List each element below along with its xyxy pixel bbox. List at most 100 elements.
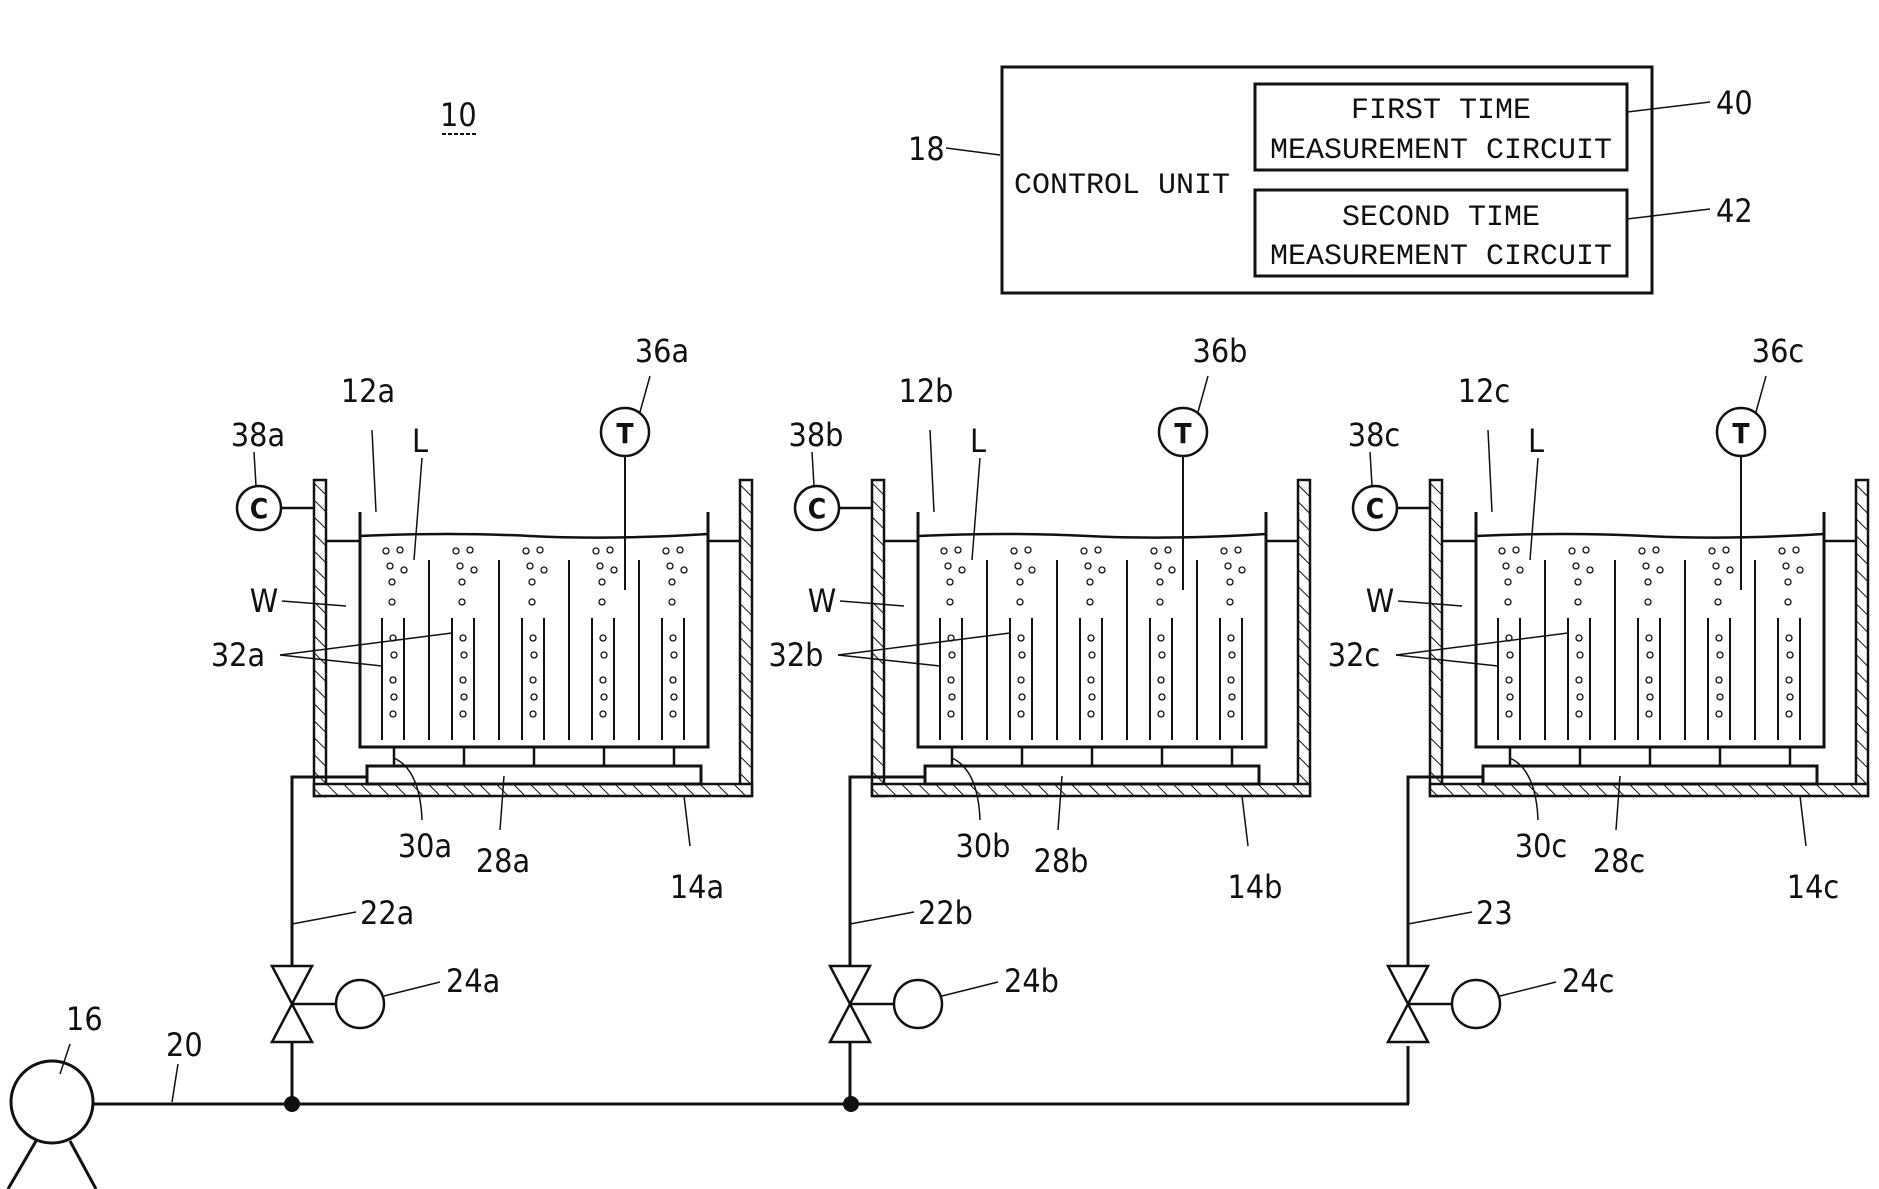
concentration-symbol: C	[1366, 492, 1384, 525]
bubble	[460, 677, 466, 683]
tank-ref: 12c	[1458, 372, 1510, 410]
bubble	[959, 567, 965, 573]
system-label: 10	[440, 96, 477, 134]
leader-line	[172, 1064, 178, 1102]
leader-line	[972, 458, 980, 560]
temperature-symbol: T	[1732, 417, 1750, 450]
bubble	[1709, 548, 1715, 554]
bubble-tubes	[940, 547, 1245, 766]
circuit-line2: MEASUREMENT CIRCUIT	[1270, 240, 1612, 274]
liquid-surface	[360, 534, 708, 538]
bubble	[1151, 548, 1157, 554]
branch-pipe-ref: 22b	[918, 894, 973, 932]
bubble	[1025, 547, 1031, 553]
bubble	[1158, 677, 1164, 683]
bubble	[599, 579, 605, 585]
bubble	[1018, 677, 1024, 683]
bubble	[527, 563, 533, 569]
pump-ref: 16	[66, 1000, 103, 1038]
bubble	[1727, 567, 1733, 573]
bubble	[1647, 652, 1653, 658]
bubble	[1576, 635, 1582, 641]
bubble	[1227, 579, 1233, 585]
tank-ref: 12a	[341, 372, 395, 410]
circuit-ref: 40	[1716, 84, 1753, 122]
bubble	[601, 652, 607, 658]
leader-line	[1627, 102, 1710, 112]
bubble	[1018, 711, 1024, 717]
leader-line	[946, 148, 1000, 155]
temperature-symbol: T	[1174, 417, 1192, 450]
plate-ref: 28b	[1034, 842, 1089, 880]
bubble	[1018, 635, 1024, 641]
bubble	[461, 694, 467, 700]
bubble	[1715, 579, 1721, 585]
bubble	[1646, 635, 1652, 641]
valve-actuator-icon	[1452, 980, 1500, 1028]
bubble	[1713, 563, 1719, 569]
bubble	[1019, 694, 1025, 700]
bubble	[1503, 563, 1509, 569]
bubble	[1587, 567, 1593, 573]
bubble	[669, 579, 675, 585]
tank-units: 24a22aC38aT36a12aLW32a30a28a14a24b22bC38…	[211, 332, 1868, 1104]
temperature-sensor: T36c	[1717, 332, 1804, 590]
bubble	[460, 635, 466, 641]
branch-pipe-ref: 22a	[360, 894, 414, 932]
valve: 24b	[830, 962, 1059, 1042]
nozzle-ref: 30b	[956, 827, 1011, 865]
bubble	[531, 694, 537, 700]
bubble	[947, 599, 953, 605]
leader-line	[280, 655, 382, 666]
leader-line	[1627, 209, 1710, 219]
bubble	[1786, 635, 1792, 641]
leader-line	[1242, 796, 1248, 846]
leader-line	[292, 912, 356, 924]
dispersion-plate	[367, 766, 701, 784]
bubble	[1087, 599, 1093, 605]
bubble	[1099, 567, 1105, 573]
bath-left-wall	[872, 480, 884, 796]
bubble	[600, 711, 606, 717]
bubble	[1228, 635, 1234, 641]
bubble	[1089, 652, 1095, 658]
liquid-label: L	[970, 422, 986, 460]
pump: 16	[8, 1000, 103, 1189]
bubble	[1235, 547, 1241, 553]
control-unit: CONTROL UNIT 18 FIRST TIME MEASUREMENT C…	[908, 67, 1753, 293]
leader-line	[1756, 376, 1766, 412]
bubble	[1019, 652, 1025, 658]
pump-stand-icon	[8, 1141, 96, 1189]
bubble	[1785, 599, 1791, 605]
circuit-line2: MEASUREMENT CIRCUIT	[1270, 134, 1612, 168]
leader-line	[684, 796, 690, 846]
valve: 24a	[272, 962, 500, 1042]
bath-floor	[314, 784, 752, 796]
tank-unit: 24c23C38cT36c12cLW32c30c28c14c	[1328, 332, 1868, 1042]
concentration-symbol: C	[250, 492, 268, 525]
bubble	[1785, 579, 1791, 585]
bubble	[1228, 711, 1234, 717]
liquid-label: L	[412, 422, 428, 460]
liquid-surface	[1476, 534, 1824, 538]
bubble	[681, 567, 687, 573]
bath-left-wall	[1430, 480, 1442, 796]
dispersion-plate	[1483, 766, 1817, 784]
temperature-sensor: T36b	[1159, 332, 1247, 590]
bubble	[670, 677, 676, 683]
leader-line	[1396, 633, 1568, 655]
plate-ref: 28c	[1593, 842, 1645, 880]
branch-pipe	[1408, 777, 1483, 966]
bubble	[1723, 547, 1729, 553]
bubble	[1716, 635, 1722, 641]
bubble	[677, 547, 683, 553]
bubble	[1506, 711, 1512, 717]
bubble	[1573, 563, 1579, 569]
bubble	[600, 635, 606, 641]
bubble	[948, 711, 954, 717]
bubble	[1643, 563, 1649, 569]
valve-actuator-icon	[894, 980, 942, 1028]
bubble	[1087, 579, 1093, 585]
bubble	[1647, 694, 1653, 700]
bubble	[941, 548, 947, 554]
